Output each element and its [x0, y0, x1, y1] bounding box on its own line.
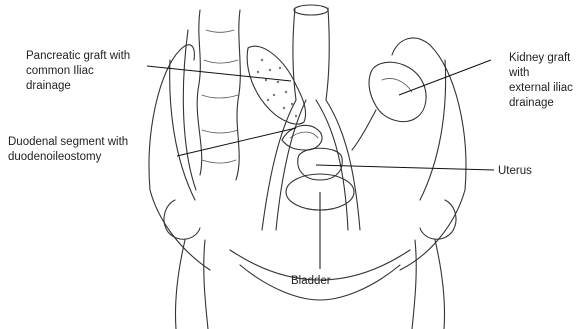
label-duodenal-segment: Duodenal segment with duodenoileostomy — [8, 135, 128, 165]
label-pancreatic-graft: Pancreatic graft with common Iliac drain… — [26, 49, 130, 94]
label-pancreatic-line3: drainage — [26, 79, 130, 94]
label-kidney-line2: with — [509, 66, 573, 81]
iliac-vessels — [262, 100, 360, 230]
leader-lines — [147, 60, 494, 269]
label-bladder: Bladder — [291, 274, 331, 289]
femur-right — [412, 200, 456, 329]
label-kidney-graft: Kidney graft with external iliac drainag… — [509, 51, 573, 111]
duodenal-segment — [282, 125, 322, 150]
leader-duodenal — [177, 128, 296, 156]
uterus — [298, 148, 343, 180]
label-pancreatic-line1: Pancreatic graft with — [26, 49, 130, 64]
leader-pancreatic — [147, 66, 291, 81]
left-iliac-wing — [149, 45, 210, 270]
right-iliac-wing — [392, 38, 466, 270]
label-kidney-line1: Kidney graft — [509, 51, 573, 66]
label-duodenal-line1: Duodenal segment with — [8, 135, 128, 150]
label-uterus: Uterus — [498, 164, 532, 179]
aorta — [293, 5, 329, 100]
label-kidney-line4: drainage — [509, 96, 573, 111]
label-pancreatic-line2: common Iliac — [26, 64, 130, 79]
colon-left — [183, 10, 240, 190]
leader-uterus — [316, 165, 494, 170]
label-kidney-line3: external iliac — [509, 81, 573, 96]
kidney-graft — [352, 62, 426, 150]
pancreatic-graft — [247, 46, 305, 124]
label-duodenal-line2: duodenoileostomy — [8, 150, 128, 165]
